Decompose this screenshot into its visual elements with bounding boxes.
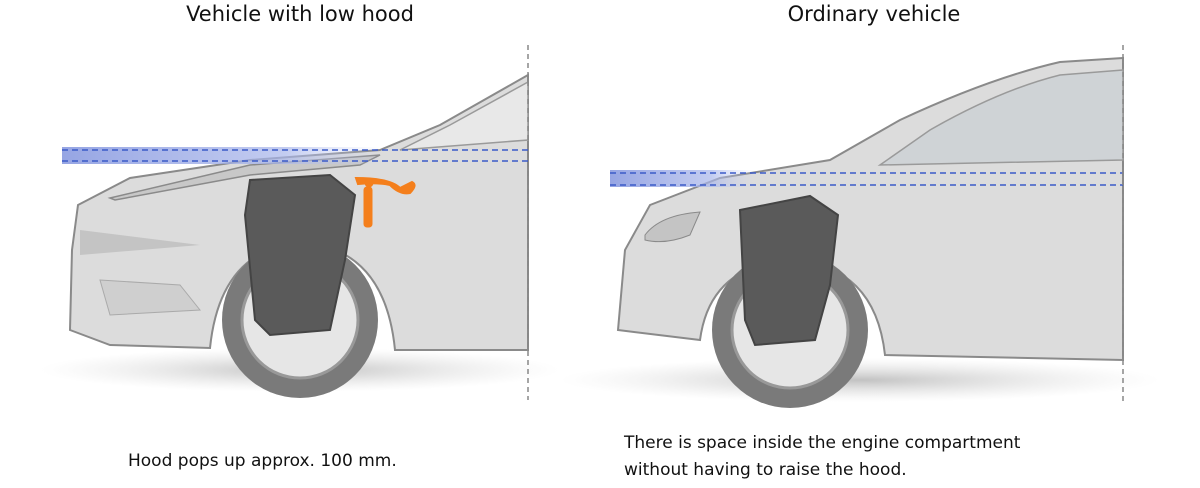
left-wheel-liner [243, 173, 357, 337]
left-title: Vehicle with low hood [186, 2, 414, 26]
left-caption: Hood pops up approx. 100 mm. [128, 451, 397, 471]
hood-height-band [62, 147, 382, 164]
ordinary-vehicle [560, 45, 1160, 408]
right-caption-line1: There is space inside the engine compart… [624, 433, 1021, 453]
right-wheel-liner [738, 194, 840, 347]
hood-height-band [610, 170, 755, 187]
right-caption: There is space inside the engine compart… [624, 430, 1020, 484]
hood-actuator [354, 176, 416, 228]
right-title: Ordinary vehicle [787, 2, 961, 26]
low-hood-vehicle [40, 45, 560, 400]
right-caption-line2: without having to raise the hood. [624, 460, 907, 480]
